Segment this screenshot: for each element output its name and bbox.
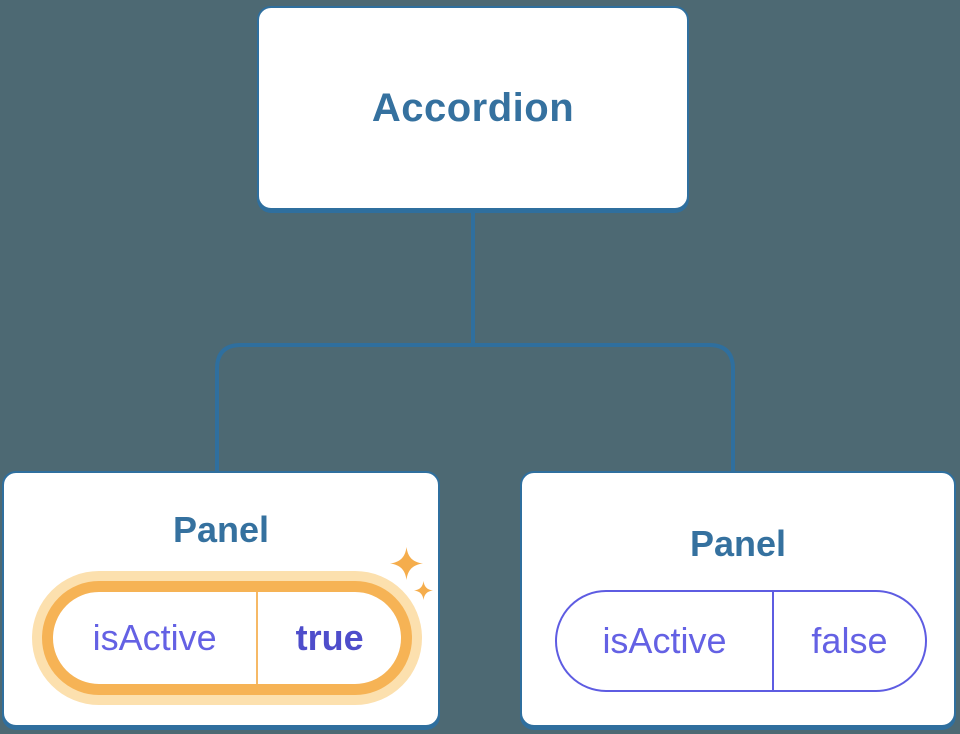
panel-title: Panel (172, 509, 270, 550)
pill-divider (771, 592, 774, 690)
prop-pill-active: isActive true (42, 581, 412, 695)
prop-value-label: false (811, 620, 888, 661)
panel-node-inactive: Panel isActive false (520, 471, 956, 727)
prop-pill-inactive: isActive false (555, 590, 927, 692)
pill-divider (256, 592, 259, 684)
accordion-node: Accordion (257, 6, 689, 210)
panel-node-active: Panel isActive true (2, 471, 440, 727)
panel-title: Panel (689, 523, 787, 564)
accordion-label: Accordion (371, 85, 575, 130)
prop-value-label: true (295, 617, 364, 658)
prop-name-label: isActive (92, 617, 217, 658)
prop-name-label: isActive (602, 620, 727, 661)
